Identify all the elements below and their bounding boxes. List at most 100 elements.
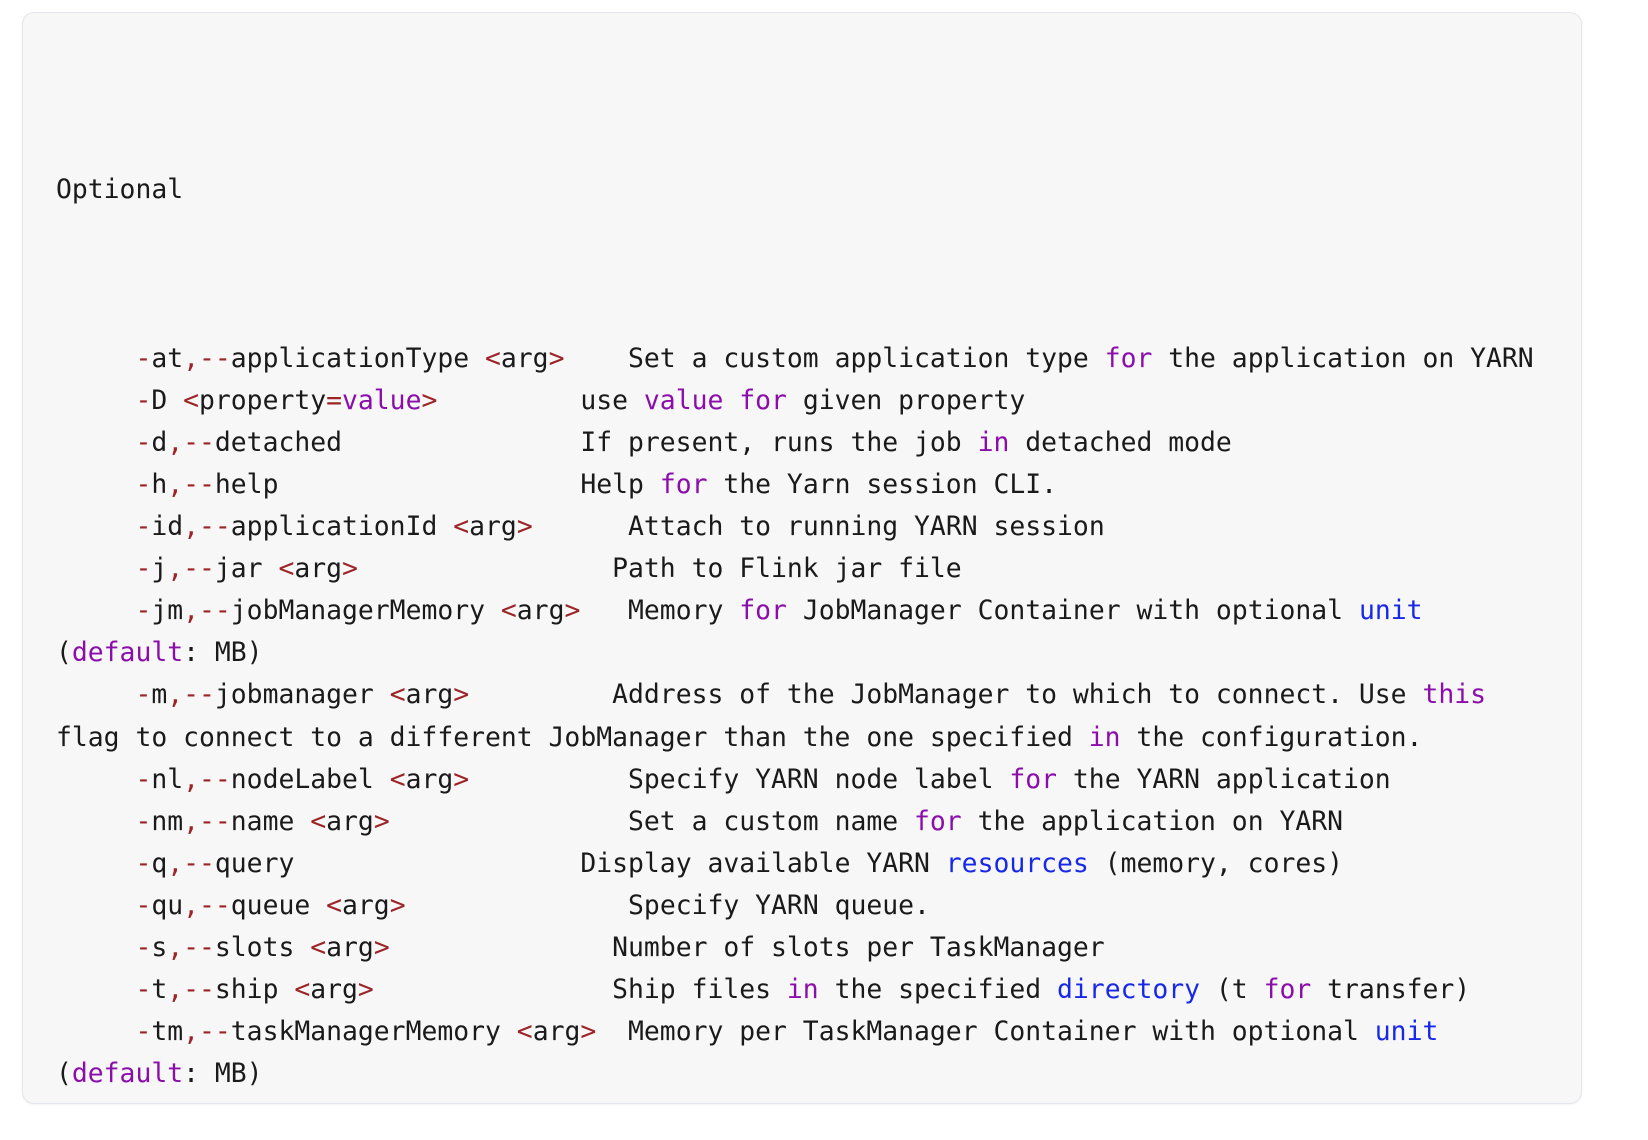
option-line[interactable]: -at,--applicationType <arg> Set a custom… [56, 338, 1571, 380]
option-description-token: Memory per TaskManager Container with op… [628, 1016, 1375, 1048]
option-arg-punct: < [389, 763, 406, 795]
option-short-flag-text: tm [151, 1016, 184, 1048]
option-long-flag-text: ship [214, 974, 279, 1006]
option-line[interactable]: -nl,--nodeLabel <arg> Specify YARN node … [56, 759, 1571, 801]
option-arg-punct: > [580, 1016, 597, 1048]
option-description-token: Attach to running YARN session [628, 511, 1105, 543]
option-long-flag-text: jar [214, 553, 263, 585]
option-long-flag-punct: -- [199, 1100, 231, 1103]
option-arg-punct: > [373, 805, 390, 837]
option-arg-space [167, 385, 183, 416]
option-description-token: If present, runs the job [612, 1100, 1009, 1103]
option-line[interactable]: -q,--query Display available YARN resour… [56, 843, 1571, 885]
option-long-flag-punct: -- [183, 553, 215, 585]
option-line[interactable]: -yd,--yarndetached If present, runs the … [56, 1095, 1571, 1103]
option-description-token: JobManager Container with optional [786, 595, 1359, 627]
option-long-flag-text: query [214, 847, 295, 879]
option-long-flag-punct: -- [183, 679, 215, 711]
option-arg-text: arg [405, 679, 454, 711]
option-arg-space [294, 806, 310, 837]
terminal-output[interactable]: Optional -at,--applicationType <arg> Set… [56, 43, 1571, 1103]
option-arg-keyword: value [342, 384, 422, 416]
option-line[interactable]: -tm,--taskManagerMemory <arg> Memory per… [56, 1011, 1571, 1095]
option-description-token: for [739, 384, 787, 416]
option-arg-space [501, 1016, 517, 1047]
option-short-flag-text: nl [151, 763, 184, 795]
option-arg-text: arg [469, 511, 517, 543]
option-arg-space [437, 511, 453, 542]
option-long-flag-punct: -- [183, 426, 215, 458]
option-description-token: flag to connect to a different JobManage… [56, 721, 1073, 753]
option-line[interactable]: -d,--detached If present, runs the job i… [56, 422, 1571, 464]
option-arg-space [278, 974, 294, 1005]
option-description-token: the application on YARN [1152, 342, 1534, 374]
option-description-token: (memory, cores) [1088, 847, 1344, 879]
option-long-flag-text: yarndetached [231, 1100, 422, 1103]
option-arg-punct: > [548, 342, 565, 374]
option-line[interactable]: -id,--applicationId <arg> Attach to runn… [56, 506, 1571, 548]
option-short-flag-text: d [151, 426, 168, 458]
option-description-token: for [1104, 342, 1153, 374]
option-short-flag-punct: - [135, 1100, 151, 1103]
option-description-token: unit [1358, 595, 1423, 627]
option-column-gap [469, 764, 628, 795]
option-description-token: directory [1057, 974, 1201, 1006]
option-line[interactable]: -j,--jar <arg> Path to Flink jar file [56, 548, 1571, 590]
option-long-flag-text: queue [230, 889, 311, 921]
option-long-flag-text: name [230, 805, 295, 837]
option-short-flag-punct: - [135, 553, 152, 585]
option-indent [56, 932, 135, 963]
option-short-flag-punct: - [135, 763, 152, 795]
option-line[interactable]: -t,--ship <arg> Ship files in the specif… [56, 969, 1571, 1011]
option-indent [56, 511, 135, 542]
option-description-token: Help [580, 468, 660, 500]
option-description-token [723, 385, 739, 416]
option-line[interactable]: -jm,--jobManagerMemory <arg> Memory for … [56, 590, 1571, 674]
option-short-flag-text: at [151, 342, 184, 374]
option-short-flag-punct: , [167, 679, 184, 711]
option-description-token: the YARN application [1057, 763, 1391, 795]
option-description-token: Set a custom name [628, 805, 915, 837]
option-arg-punct: > [389, 889, 406, 921]
option-description-token: Specify YARN queue. [628, 889, 930, 921]
option-arg-space [485, 595, 501, 626]
option-line[interactable]: -s,--slots <arg> Number of slots per Tas… [56, 927, 1571, 969]
option-description-token: unit [1374, 1016, 1439, 1048]
option-long-flag-text: help [214, 468, 279, 500]
option-long-flag-punct: -- [183, 468, 215, 500]
option-short-flag-punct: , [167, 974, 184, 1006]
option-short-flag-punct: - [135, 931, 152, 963]
option-short-flag-punct: - [135, 679, 152, 711]
option-description-token: the specified [818, 974, 1058, 1006]
option-short-flag-text: qu [151, 889, 184, 921]
option-long-flag-text: applicationType [230, 342, 470, 374]
option-arg-punct: > [421, 384, 438, 416]
option-column-gap [421, 1100, 612, 1103]
option-arg-text: arg [342, 889, 390, 921]
option-description-token: for [659, 468, 708, 500]
option-column-gap [342, 427, 580, 458]
option-column-gap [278, 469, 580, 500]
option-description-token: in [1009, 1100, 1041, 1103]
option-description-token: Ship files [612, 974, 787, 1006]
option-short-flag-punct: - [135, 468, 152, 500]
option-line[interactable]: -h,--help Help for the Yarn session CLI. [56, 464, 1571, 506]
section-heading: Optional [56, 174, 184, 206]
option-description-token: resources [945, 847, 1089, 879]
option-column-gap [374, 974, 612, 1005]
option-short-flag-text: jm [151, 595, 184, 627]
option-line[interactable]: -nm,--name <arg> Set a custom name for t… [56, 801, 1571, 843]
option-column-gap [390, 806, 628, 837]
option-long-flag-text: slots [214, 931, 295, 963]
option-description-token: ( [56, 1058, 72, 1090]
option-line[interactable]: -D <property=value> use value for given … [56, 380, 1571, 422]
option-long-flag-punct: -- [199, 595, 231, 627]
option-short-flag-punct: , [167, 426, 184, 458]
option-description-token: Path to Flink jar file [612, 553, 962, 585]
option-short-flag-text: D [151, 384, 168, 416]
option-line[interactable]: -qu,--queue <arg> Specify YARN queue. [56, 885, 1571, 927]
option-description-token: (deprecated; use non [56, 1100, 1533, 1103]
option-description-token: this [1422, 679, 1487, 711]
option-indent [56, 343, 135, 374]
option-line[interactable]: -m,--jobmanager <arg> Address of the Job… [56, 674, 1571, 758]
